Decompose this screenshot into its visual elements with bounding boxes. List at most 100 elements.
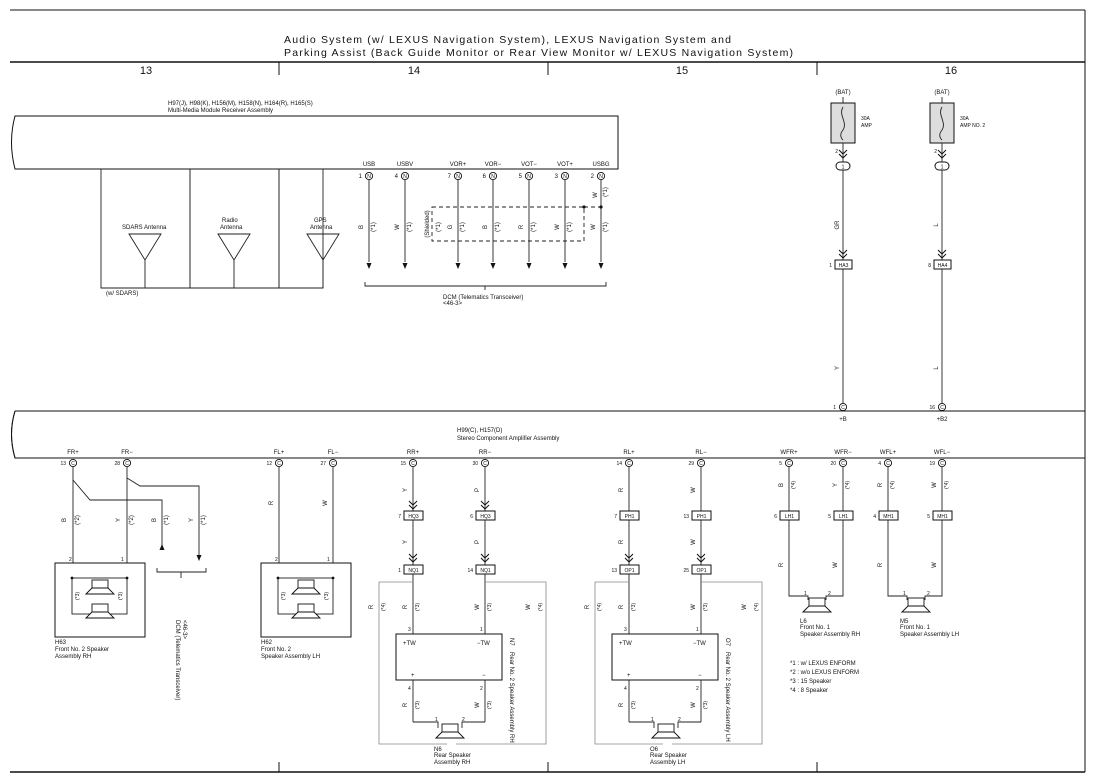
wire-note: (*3) [703, 603, 709, 611]
connector-label: PH1 [697, 514, 707, 520]
section-number: 14 [408, 65, 420, 77]
wire-color: R [519, 224, 525, 229]
wire-color: B [483, 225, 489, 229]
wire-note: (*2) [129, 515, 135, 525]
pin-number: 4 [873, 514, 876, 520]
terminal-label: − [482, 673, 486, 679]
pin-number: 1 [903, 591, 906, 597]
wire-note: (*1) [567, 222, 573, 232]
gps-antenna-label: GPS [314, 218, 327, 224]
pin-number: 2 [934, 149, 937, 155]
pin-number: 14 [467, 568, 473, 574]
component-name: Assembly LH [650, 760, 685, 766]
pin-number: 1 [398, 568, 401, 574]
pin-number: 1 [696, 627, 699, 633]
pin-number: 27 [320, 461, 326, 467]
wire-note: (*1) [495, 222, 501, 232]
pin-name: +B2 [937, 417, 949, 423]
front-no2-speaker-rh: B (*2) Y (*2) B (*1) Y (*1) 2 1 (*3) (*3… [54, 467, 207, 700]
receiver-wire-labels: B (*1) W (*1) (Shielded) (*1) G (*1) B (… [359, 187, 609, 238]
pin-number: 1 [833, 405, 836, 411]
pin-number: 3 [555, 174, 559, 180]
wire-color: Y [403, 488, 409, 492]
wire-color: Y [189, 518, 195, 522]
pin-number: 4 [395, 174, 399, 180]
front-no2-speaker-lh: R W 2 1 (*3) (*3) H62 Front No. 2 Speake… [260, 467, 352, 660]
pin-number: 14 [616, 461, 622, 467]
antenna-group: SDARS Antenna Radio Antenna GPS Antenna … [100, 169, 340, 297]
wire-color: R [619, 604, 625, 609]
receiver-wires [364, 180, 607, 290]
wire-color: Y [833, 483, 839, 487]
section-number: 15 [676, 65, 688, 77]
receiver-pins: USB USBV VOR+ VOR− VOT− VOT+ USBG 1 4 7 … [359, 162, 610, 181]
rear-speaker-rh-circuit: Y P HQ3 HQ3 7 6 Y P NQ1 NQ1 1 14 R (*4) … [369, 467, 547, 766]
pin-number: 6 [470, 514, 473, 520]
wire-note: (*3) [631, 701, 637, 709]
wire-note: (*1) [436, 222, 442, 232]
wire-note: (*1) [201, 515, 207, 525]
wire-color: B [152, 518, 158, 522]
wire-color: W [591, 224, 597, 230]
wire-color: W [932, 482, 938, 488]
pin-name: USB [363, 162, 375, 168]
pin-number: 4 [624, 686, 627, 692]
component-name: Front No. 1 [900, 625, 931, 631]
amplifier-pins: FR+ FR− FL+ FL− RR+ RR− RL+ RL− WFR+ WFR… [60, 450, 951, 468]
section-number: 16 [945, 65, 957, 77]
component-code: H62 [261, 640, 273, 646]
wire-note: (*1) [460, 222, 466, 232]
wire-color: R [619, 702, 625, 707]
wire-color: W [475, 702, 481, 708]
wire-color: R [619, 487, 625, 492]
power-supply: (BAT) (BAT) 30A AMP 30A AMP NO. 2 2 2 1 … [829, 90, 985, 423]
wire-color: W [526, 604, 532, 610]
radio-antenna-label: Antenna [220, 225, 243, 231]
pin-number: 2 [591, 174, 595, 180]
pin-terminal [524, 171, 534, 181]
pin-number: 7 [614, 514, 617, 520]
terminal-label: −TW [477, 641, 490, 647]
pin-name: +B [839, 417, 847, 423]
terminal-label: + [411, 673, 415, 679]
pin-name: WFR− [834, 450, 852, 456]
pin-number: 1 [359, 174, 363, 180]
connector-ha3 [834, 259, 853, 270]
wire-color: W [691, 487, 697, 493]
pin-number: 16 [929, 405, 935, 411]
fuse-rating: 30A [960, 116, 970, 122]
fuse-name: AMP [861, 123, 873, 129]
connector-label: PH1 [625, 514, 635, 520]
wire-color: W [833, 562, 839, 568]
wire-color: W [932, 562, 938, 568]
pin-number: 13 [611, 568, 617, 574]
pin-number: 20 [830, 461, 836, 467]
pin-number: 1 [327, 557, 330, 563]
wire-color: B [62, 518, 68, 522]
connector-label: HQ3 [408, 514, 419, 520]
wire-color: W [395, 224, 401, 230]
pin-name: FR− [121, 450, 133, 456]
amplifier-assembly: H99(C), H157(D) Stereo Component Amplifi… [11, 410, 1085, 459]
pin-name: FL+ [274, 450, 285, 456]
pin-number: 2 [696, 686, 699, 692]
pin-terminal [560, 171, 570, 181]
pin-number: 8 [928, 263, 931, 269]
pin-name: FR+ [67, 450, 79, 456]
pin-number: 5 [927, 514, 930, 520]
terminal-label: −TW [693, 641, 706, 647]
dcm-label: DCM (Telematics Transceiver) [174, 620, 180, 700]
wire-note: (*4) [381, 603, 387, 611]
connector-ha4 [933, 259, 952, 270]
footnote: *1 : w/ LEXUS ENFORM [790, 661, 856, 667]
connector-ph1 [691, 510, 712, 521]
connector-nq1 [403, 564, 424, 575]
wire-note: (*4) [538, 603, 544, 611]
pin-terminal [596, 171, 606, 181]
connector-nq1 [475, 564, 496, 575]
connector-op1 [619, 564, 640, 575]
pin-number: 12 [266, 461, 272, 467]
pin-number: 7 [398, 514, 401, 520]
rear-no2-speaker-rh [395, 633, 503, 681]
connector-label: NQ1 [480, 568, 491, 574]
